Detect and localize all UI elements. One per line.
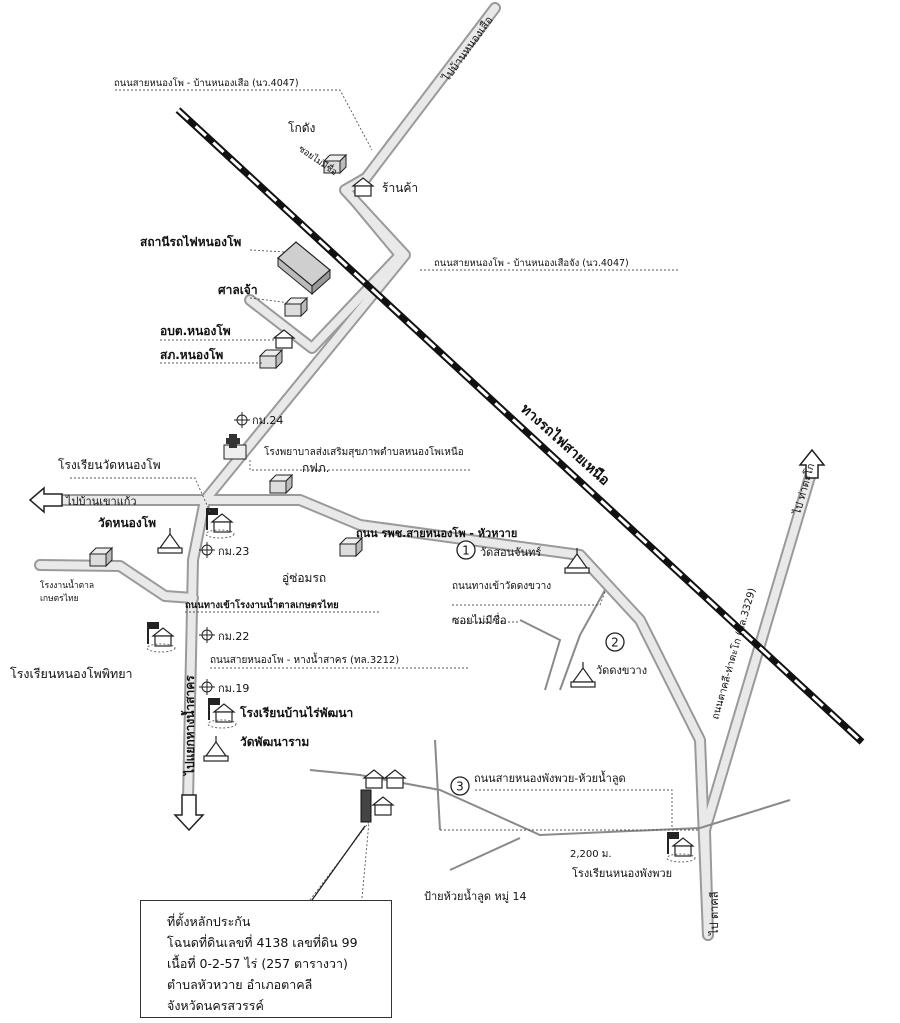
house-2-icon xyxy=(384,769,406,789)
label-obt: อบต.หนองโพ xyxy=(160,323,231,338)
label-shrine: ศาลเจ้า xyxy=(218,283,258,297)
school-phang-phuai-icon xyxy=(666,831,696,863)
local-roads xyxy=(309,589,791,871)
label-road-4047-mid: ถนนสายหนองโพ - บ้านหนองเสือจัง (นว.4047) xyxy=(434,257,629,269)
railway-line xyxy=(175,107,865,745)
label-road-sugar: ถนนทางเข้าโรงงานน้ำตาลเกษตรไทย xyxy=(185,597,339,611)
label-bus-stop: ป้ายห้วยน้ำลูด หมู่ 14 xyxy=(424,888,527,903)
house-3-icon xyxy=(372,796,394,816)
label-school-phitthaya: โรงเรียนหนองโพพิทยา xyxy=(10,666,133,681)
label-pea: กฟภ. xyxy=(302,461,330,475)
label-road-3212: ถนนสายหนองโพ - หางน้ำสาคร (ทล.3212) xyxy=(210,652,399,666)
road-network-inner xyxy=(36,4,816,939)
route-marker-2: 2 xyxy=(605,632,625,652)
label-garage: อู่ซ่อมรถ xyxy=(282,571,326,586)
label-station: สถานีรถไฟหนองโพ xyxy=(140,234,241,249)
collateral-pointer xyxy=(311,825,366,901)
arrow-north-icon xyxy=(798,448,826,479)
label-km23: กม.23 xyxy=(218,545,249,558)
label-railway: ทางรถไฟสายเหนือ xyxy=(517,400,613,489)
label-ko-dang: โกดัง xyxy=(288,121,315,135)
label-to-takhli: ไป ตาคลี xyxy=(708,892,721,936)
police-station-icon xyxy=(259,349,283,369)
label-school-rai-phatthana: โรงเรียนบ้านไร่พัฒนา xyxy=(239,705,353,720)
label-shop: ร้านค้า xyxy=(382,181,418,195)
label-road-hosp: ถนน รพช.สายหนองโพ - หัวหวาย xyxy=(356,526,517,540)
route-marker-1: 1 xyxy=(456,540,476,560)
garage-icon xyxy=(339,537,363,557)
collateral-plot xyxy=(360,789,372,823)
label-wat-son: วัดสอนจันทร์ xyxy=(480,546,541,559)
route-marker-3-label: 3 xyxy=(456,780,464,794)
label-hospital: โรงพยาบาลส่งเสริมสุขภาพตำบลหนองโพเหนือ xyxy=(264,445,464,458)
wat-nong-pho-icon xyxy=(157,527,183,554)
label-distance: 2,200 ม. xyxy=(570,849,612,860)
label-wat-dong: วัดดงขวาง xyxy=(596,664,647,677)
route-marker-2-label: 2 xyxy=(611,636,619,650)
arrow-south-icon xyxy=(173,794,205,832)
arrow-west-icon xyxy=(28,486,63,514)
map-labels: ไปบ้านหนองเสือ ถนนสายหนองโพ - บ้านหนองเส… xyxy=(10,14,817,936)
label-to-hang-nam-sakhon: ไปแยกหางน้ำสาคร xyxy=(180,675,197,777)
house-1-icon xyxy=(363,769,385,789)
wat-phatthanaram-icon xyxy=(203,735,229,762)
info-line-title: ที่ตั้งหลักประกัน xyxy=(167,914,251,929)
label-road-wat-dong: ถนนทางเข้าวัดดงขวาง xyxy=(452,580,551,592)
pea-office-icon xyxy=(269,474,293,494)
collateral-info-box: ที่ตั้งหลักประกัน โฉนดที่ดินเลขที่ 4138 … xyxy=(140,900,392,1018)
hospital-icon xyxy=(223,434,247,460)
label-km19: กม.19 xyxy=(218,682,249,695)
route-marker-1-label: 1 xyxy=(462,544,470,558)
station-building xyxy=(277,241,331,296)
label-police: สภ.หนองโพ xyxy=(160,347,223,362)
km-24-marker-icon xyxy=(233,411,251,429)
label-sugar-factory: โรงงานน้ำตาลเกษตรไทย xyxy=(40,579,94,604)
route-marker-3: 3 xyxy=(450,776,470,796)
km-22-marker-icon xyxy=(198,626,216,644)
shrine-icon xyxy=(284,297,308,317)
label-school-phang-phuai: โรงเรียนหนองพังพวย xyxy=(572,866,672,880)
label-wat-nong-pho: วัดหนองโพ xyxy=(98,515,156,530)
label-school-wat: โรงเรียนวัดหนองโพ xyxy=(58,458,161,472)
label-soi-no-name: ซอยไม่มีชื่อ xyxy=(452,612,507,627)
label-to-nong-soea: ไปบ้านหนองเสือ xyxy=(439,14,495,85)
wat-dong-icon xyxy=(570,661,596,688)
info-line-area: เนื้อที่ 0-2-57 ไร่ (257 ตารางวา) xyxy=(167,956,348,971)
info-line-district: ตำบลหัวหวาย อำเภอตาคลี xyxy=(167,977,313,992)
label-km22: กม.22 xyxy=(218,630,249,643)
km-19-marker-icon xyxy=(198,678,216,696)
school-phitthaya-icon xyxy=(146,621,176,653)
label-road-huai-nam-lud: ถนนสายหนองพังพวย-ห้วยน้ำลูด xyxy=(474,770,626,785)
label-to-khao-kaeo: ไปบ้านเขาแก้ว xyxy=(65,495,137,508)
label-km24: กม.24 xyxy=(252,414,283,427)
school-wat-icon xyxy=(205,507,235,539)
label-road-4047-top: ถนนสายหนองโพ - บ้านหนองเสือ (นว.4047) xyxy=(114,77,299,89)
sugar-factory-icon xyxy=(89,547,113,567)
leader-lines xyxy=(70,89,700,901)
school-rai-phatthana-icon xyxy=(207,697,237,729)
label-wat-phatthanaram: วัดพัฒนาราม xyxy=(240,735,309,749)
label-to-tha-tako: ไป ท่าตะโก xyxy=(790,462,817,517)
info-line-deed: โฉนดที่ดินเลขที่ 4138 เลขที่ดิน 99 xyxy=(167,935,358,950)
info-line-province: จังหวัดนครสวรรค์ xyxy=(167,998,264,1013)
